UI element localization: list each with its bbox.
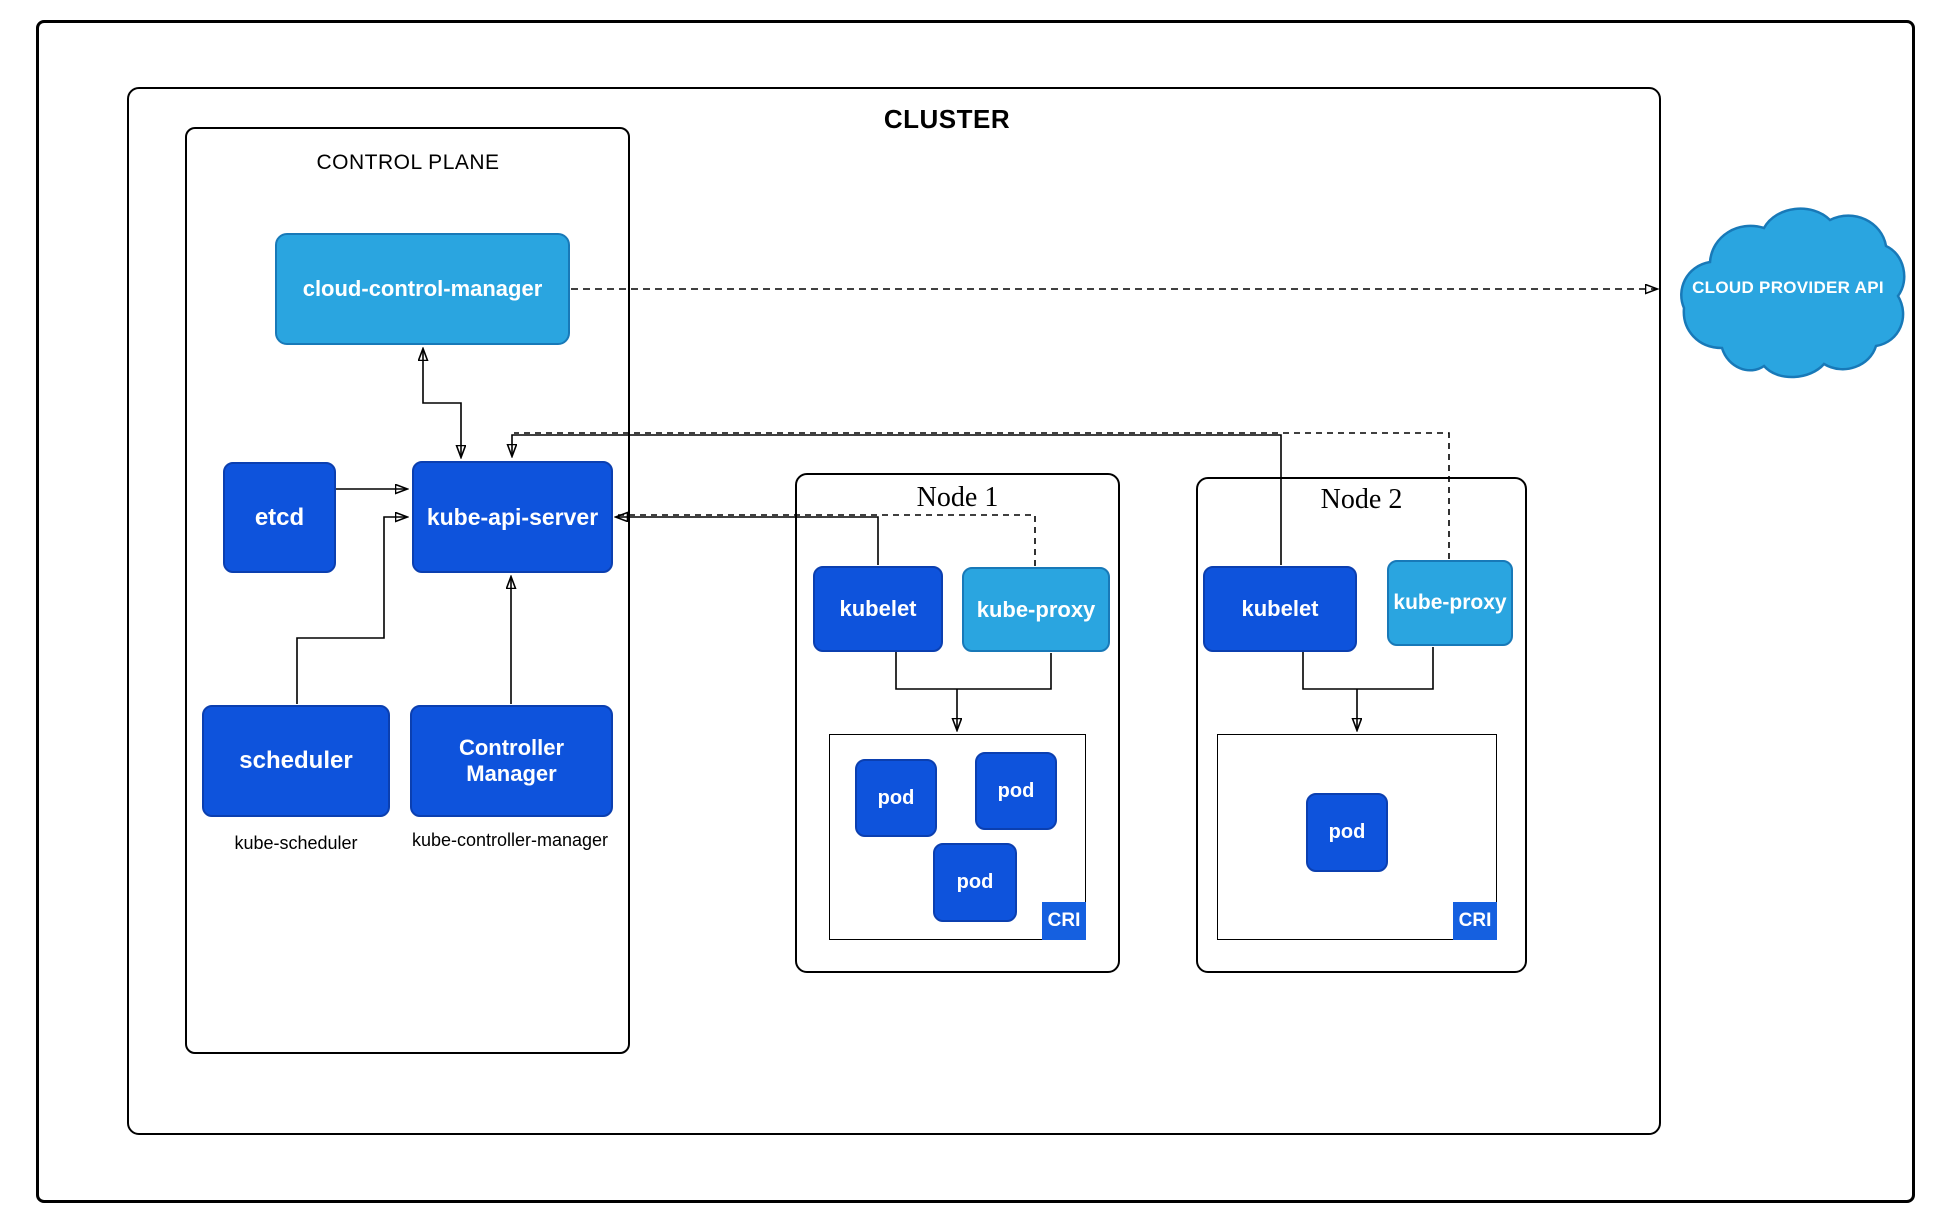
node-2-title: Node 2 — [1320, 484, 1403, 515]
kube-api-server-box: kube-api-server — [412, 461, 613, 573]
node-1-pod: pod — [855, 759, 937, 837]
node-1-kubelet-box: kubelet — [813, 566, 943, 652]
cluster-title: CLUSTER — [883, 104, 1011, 134]
controller-manager-box: Controller Manager — [410, 705, 613, 817]
outer-border — [36, 20, 1915, 1203]
node-2-pod: pod — [1306, 793, 1388, 872]
cluster-box — [127, 87, 1661, 1135]
node-1-pod: pod — [975, 752, 1057, 830]
kube-scheduler-caption: kube-scheduler — [234, 833, 358, 853]
node-2-kubelet-box: kubelet — [1203, 566, 1357, 652]
node-1-cri-badge: CRI — [1042, 902, 1086, 940]
cloud-provider-api-label: CLOUD PROVIDER API — [1692, 278, 1884, 297]
cloud-provider-shape — [1680, 207, 1906, 379]
control-plane-title: CONTROL PLANE — [316, 151, 500, 174]
control-plane-box — [185, 127, 630, 1054]
kube-controller-manager-caption: kube-controller-manager — [411, 830, 609, 850]
node-1-title: Node 1 — [916, 482, 999, 513]
etcd-box: etcd — [223, 462, 336, 573]
scheduler-box: scheduler — [202, 705, 390, 817]
node-2-cri-badge: CRI — [1453, 902, 1497, 940]
node-1-kube-proxy-box: kube-proxy — [962, 567, 1110, 652]
node-2-kube-proxy-box: kube-proxy — [1387, 560, 1513, 646]
cloud-control-manager-box: cloud-control-manager — [275, 233, 570, 345]
node-1-pod: pod — [933, 843, 1017, 922]
